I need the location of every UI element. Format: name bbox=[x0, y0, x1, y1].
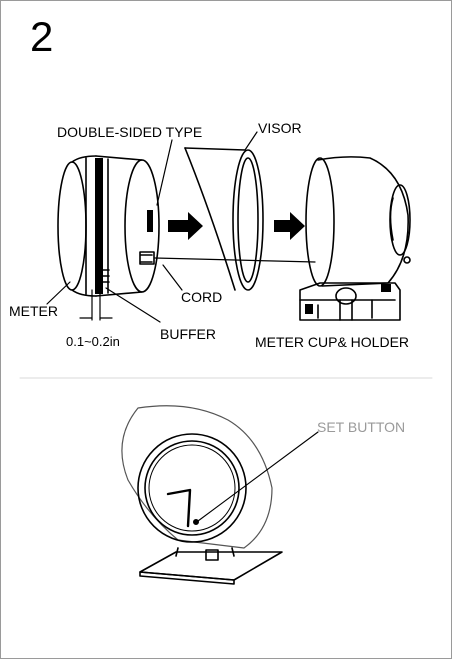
set-button-leader bbox=[197, 431, 319, 522]
arrows bbox=[168, 212, 305, 240]
visor-label: VISOR bbox=[258, 120, 302, 136]
assembled-gauge-drawing bbox=[121, 405, 283, 585]
double-sided-tape-label: DOUBLE-SIDED TYPE bbox=[57, 124, 203, 140]
buffer-label: BUFFER bbox=[160, 326, 216, 342]
visor-drawing bbox=[184, 147, 264, 291]
set-button-label: SET BUTTON bbox=[317, 419, 406, 435]
meter-drawing bbox=[57, 155, 160, 297]
meter-cup-holder-label: METER CUP& HOLDER bbox=[255, 334, 410, 350]
gap-dimension-label: 0.1~0.2in bbox=[66, 334, 120, 349]
leader-lines bbox=[46, 131, 316, 323]
meter-cup-drawing bbox=[299, 156, 411, 321]
meter-label: METER bbox=[9, 303, 58, 319]
step-number: 2 bbox=[30, 13, 54, 60]
cord-label: CORD bbox=[181, 289, 223, 305]
